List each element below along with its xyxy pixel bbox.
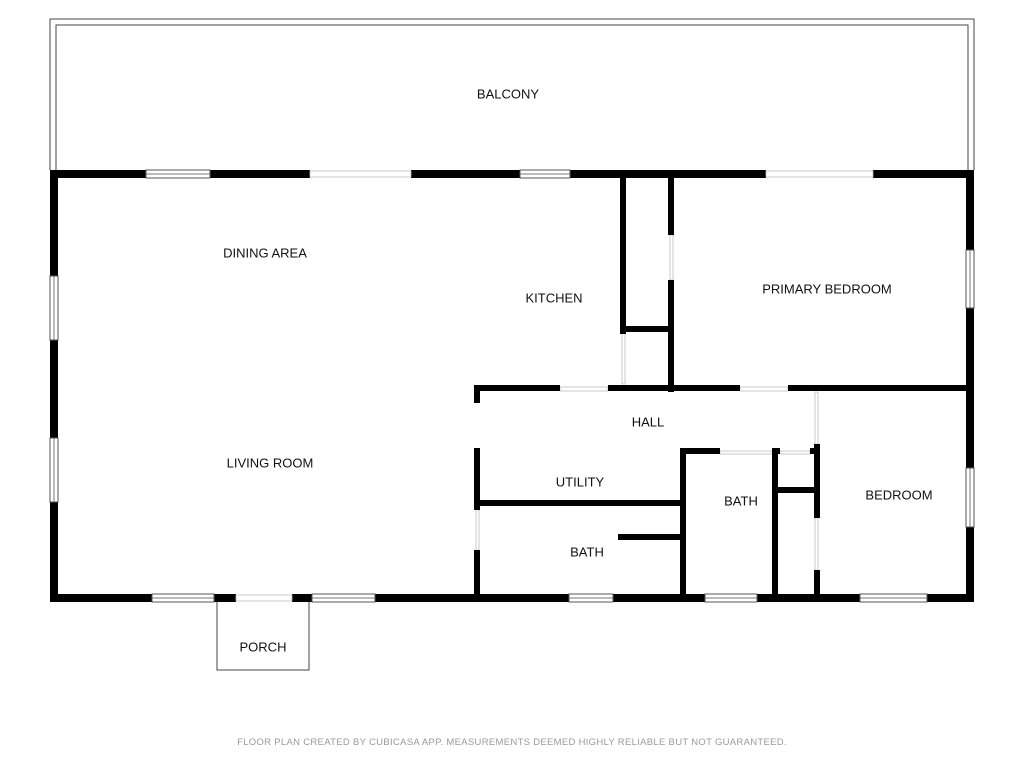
label-living-room: LIVING ROOM [227, 455, 314, 470]
label-bath-1: BATH [724, 493, 758, 508]
label-balcony: BALCONY [477, 86, 539, 101]
label-hall: HALL [632, 414, 665, 429]
label-porch: PORCH [240, 639, 287, 654]
exterior-walls [50, 170, 974, 602]
windows [49, 169, 975, 603]
label-utility: UTILITY [556, 474, 605, 489]
label-bedroom: BEDROOM [865, 487, 932, 502]
label-primary-bedroom: PRIMARY BEDROOM [762, 281, 892, 296]
balcony-outline [49, 18, 975, 170]
room-labels: BALCONY DINING AREA KITCHEN PRIMARY BEDR… [223, 86, 932, 654]
label-bath-2: BATH [570, 544, 604, 559]
interior-walls [474, 178, 966, 598]
porch-outline [216, 600, 310, 671]
label-kitchen: KITCHEN [525, 290, 582, 305]
disclaimer-text: FLOOR PLAN CREATED BY CUBICASA APP. MEAS… [237, 737, 787, 748]
label-dining-area: DINING AREA [223, 245, 307, 260]
